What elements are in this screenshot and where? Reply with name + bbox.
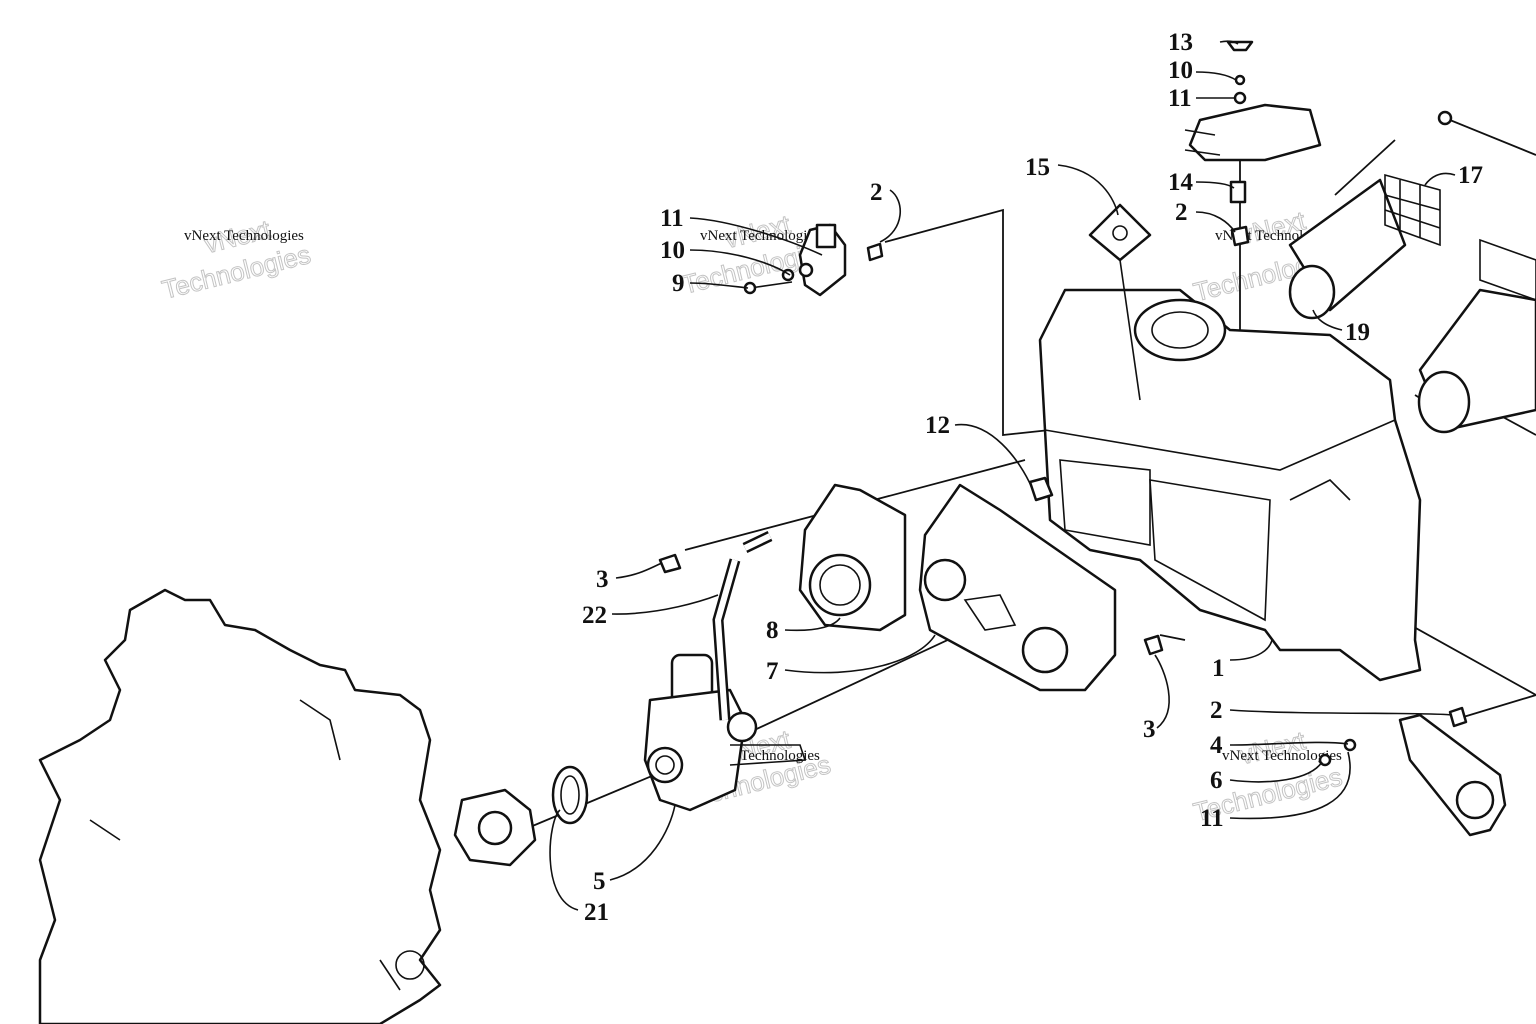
callout-11: 11 <box>1200 805 1224 832</box>
callout-6: 6 <box>1210 767 1223 794</box>
callout-8: 8 <box>766 617 779 644</box>
adapter-part-8 <box>798 483 907 632</box>
callout-2: 2 <box>1175 199 1188 226</box>
svg-text:vNext Technologies: vNext Technologies <box>700 228 820 244</box>
callout-3: 3 <box>1143 716 1156 743</box>
left-bracket-assembly <box>743 223 884 297</box>
callout-15: 15 <box>1025 154 1050 181</box>
callout-9: 9 <box>672 270 685 297</box>
fasteners-misc <box>658 110 1453 656</box>
callout-17: 17 <box>1458 162 1483 189</box>
callout-4: 4 <box>1210 732 1223 759</box>
svg-text:vNext Technologies: vNext Technologies <box>184 228 304 244</box>
callout-12: 12 <box>925 412 950 439</box>
watermark-top-left: vNext Technologies vNext Technologies <box>158 213 314 305</box>
engine-outline <box>38 588 442 1024</box>
callout-11: 11 <box>660 205 684 232</box>
decal-part-15 <box>1088 203 1152 262</box>
callout-1: 1 <box>1212 655 1225 682</box>
right-bracket-assembly <box>1318 706 1507 837</box>
svg-text:vNext Technologies: vNext Technologies <box>1222 748 1342 764</box>
callout-21: 21 <box>584 899 609 926</box>
callout-5: 5 <box>593 868 606 895</box>
air-silencer-part-1 <box>1038 288 1422 682</box>
callout-7: 7 <box>766 658 779 685</box>
callout-19: 19 <box>1345 319 1370 346</box>
callout-13: 13 <box>1168 29 1193 56</box>
callout-2: 2 <box>870 179 883 206</box>
callout-3: 3 <box>596 566 609 593</box>
callout-labels: 13 10 11 14 2 15 17 19 2 11 10 9 12 3 22… <box>582 29 1483 926</box>
callout-2: 2 <box>1210 697 1223 724</box>
intake-flange <box>453 788 537 867</box>
callout-10: 10 <box>660 237 685 264</box>
callout-10: 10 <box>1168 57 1193 84</box>
silencer-plate-part-7 <box>918 483 1117 692</box>
callout-22: 22 <box>582 602 607 629</box>
leader-lines <box>549 40 1456 911</box>
callout-14: 14 <box>1168 169 1194 196</box>
clamp-part-21 <box>551 765 589 825</box>
fuel-line-part-22 <box>712 531 773 721</box>
intake-tube-part-19 <box>1288 178 1536 434</box>
screen-part-17 <box>1384 173 1536 301</box>
solenoid-top <box>1184 40 1322 204</box>
callout-11: 11 <box>1168 85 1192 112</box>
